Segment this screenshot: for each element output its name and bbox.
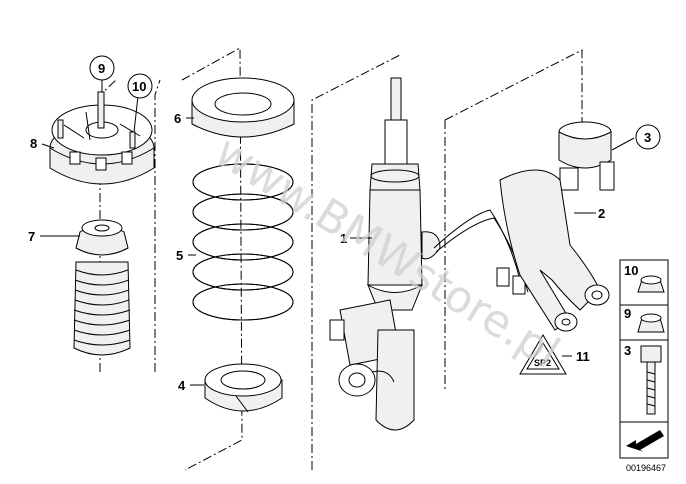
legend-item-9-number: 9: [624, 306, 631, 321]
callout-3: 3: [644, 130, 651, 145]
callouts: 9 10 3 8 7 6 5 4 1 2 11: [28, 55, 661, 393]
callout-6: 6: [174, 111, 181, 126]
callout-8: 8: [30, 136, 37, 151]
legend-item-3-number: 3: [624, 343, 631, 358]
diagram-id: 00196467: [626, 463, 666, 473]
callout-2: 2: [598, 206, 605, 221]
direction-arrow-icon: [626, 430, 664, 452]
top-mount: [49, 91, 155, 185]
callout-leaders: [40, 80, 635, 386]
dust-boot: [73, 219, 131, 356]
callout-4: 4: [178, 378, 186, 393]
callout-9-circle: [89, 55, 115, 81]
legend-panel: 10 9 3: [619, 259, 669, 459]
warning-sign-text: SP2: [534, 358, 551, 368]
lower-spring-pad: [204, 363, 283, 413]
warning-sign: SP2: [519, 334, 567, 375]
callout-10-circle: [127, 73, 153, 99]
callout-3-circle: [635, 124, 661, 150]
callout-11: 11: [576, 349, 590, 364]
bolt-3-head-icon: [640, 345, 662, 363]
upper-spring-pad: [191, 77, 295, 138]
callout-1: 1: [340, 231, 347, 246]
guide-lines: [99, 47, 583, 471]
shock-absorber: [329, 77, 529, 431]
wheel-carrier: [499, 121, 615, 332]
coil-spring: [192, 163, 294, 321]
callout-9: 9: [98, 61, 105, 76]
legend-item-10-number: 10: [624, 263, 638, 278]
callout-5: 5: [176, 248, 183, 263]
callout-7: 7: [28, 229, 35, 244]
callout-10: 10: [132, 79, 146, 94]
